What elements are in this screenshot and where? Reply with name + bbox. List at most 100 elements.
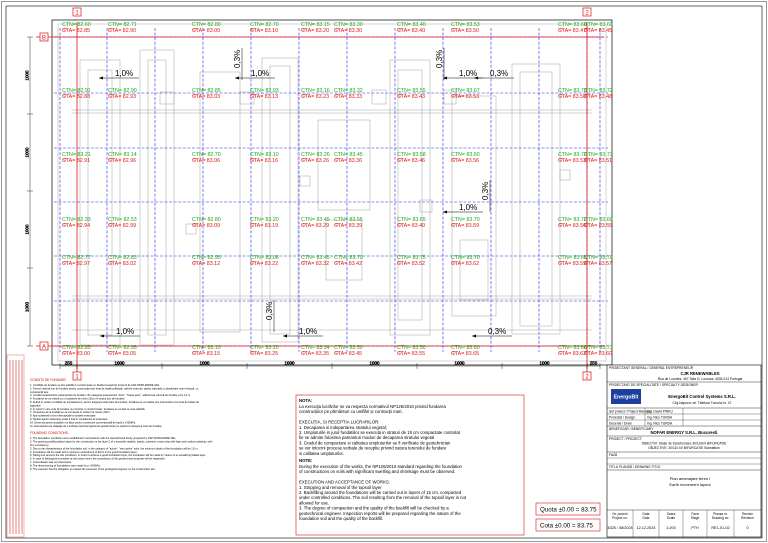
axis-label-1-top: 1 — [75, 11, 79, 17]
role-2: Desenat / Draw — [609, 422, 632, 426]
execution-note-en: During the execution of the works, the N… — [299, 464, 463, 469]
slope-indicator: 1,0% — [235, 69, 275, 80]
note-line-en: 4. Foundation will be made with a minimu… — [30, 450, 138, 454]
cta-level-label: CTA= 83.15 — [192, 351, 220, 357]
dimension-span: 1000 — [454, 361, 465, 366]
cta-level-label: CTA= 83.59 — [558, 261, 586, 267]
execution-note-ro: EXECUȚIA, SI RECEPTIA LUCRARILOR: — [299, 420, 379, 425]
cta-level-label: CTA= 83.53 — [558, 158, 586, 164]
cta-level-label: CTA= 83.59 — [451, 223, 479, 229]
execution-note-en: foundation soil and the quality of the b… — [299, 516, 383, 521]
execution-notes-box — [295, 394, 525, 536]
cta-level-label: CTA= 83.46 — [397, 158, 425, 164]
drawing-title-en: Earth movement layout — [669, 482, 711, 487]
note-line-ro: 4. Fundarea se va realiza cu o încastrar… — [30, 397, 125, 401]
cta-level-label: CTA= 83.65 — [451, 351, 479, 357]
dimension-span: 1000 — [114, 361, 125, 366]
level-point-marker — [251, 28, 255, 31]
level-point-marker — [193, 158, 197, 161]
ctn-level-label: CTN= 83.10 — [250, 152, 279, 158]
note-line-ro: 1. Condițiile de fundare au fost stabili… — [30, 383, 160, 387]
execution-note-ro: 2. Umpluturile in jurul fundatiilor se e… — [299, 430, 461, 435]
ctn-level-label: CTN= 83.75 — [397, 255, 426, 261]
slope-indicator: 0,3% — [233, 48, 243, 80]
ctn-level-label: CTN= 83.73 — [584, 345, 613, 351]
ctn-level-label: CTN= 82.95 — [192, 255, 221, 261]
ctn-level-label: CTN= 82.93 — [250, 88, 279, 94]
level-point-marker — [585, 158, 589, 161]
dimension-span-vertical: 1000 — [25, 147, 30, 158]
general-designer-address: Rua de Lourdes, 467 Sala G, Lourosa, 453… — [658, 377, 743, 381]
ctn-level-label: CTN= 82.70 — [250, 22, 279, 28]
slope-value: 1,0% — [459, 203, 477, 212]
level-point-marker — [63, 158, 67, 161]
slope-indicator: 0,3% — [481, 180, 491, 212]
execution-note-ro: fie se admite folosirea pamanturi moduri… — [299, 435, 434, 440]
level-point-marker — [559, 223, 563, 226]
footer-head: Nr. proiect — [612, 512, 627, 516]
level-point-marker — [63, 261, 67, 264]
footer-head: Stage — [691, 516, 700, 520]
cta-level-label: CTA= 82.90 — [108, 28, 136, 34]
level-point-marker — [585, 94, 589, 97]
level-point-marker — [585, 261, 589, 264]
cta-level-label: CTA= 82.99 — [108, 223, 136, 229]
level-point-marker — [559, 28, 563, 31]
cta-level-label: CTA= 83.03 — [192, 94, 220, 100]
project-en: OBJECTIVE: 30/110 kV BIFURCATIE Substati… — [648, 446, 720, 450]
execution-notes-en-head: NOTE: — [299, 458, 313, 463]
ctn-level-label: CTN= 82.83 — [108, 255, 137, 261]
ctn-level-label: CTN= 83.60 — [451, 345, 480, 351]
cta-level-label: CTA= 82.93 — [108, 94, 136, 100]
level-point-marker — [109, 261, 113, 264]
ctn-level-label: CTN= 83.32 — [334, 88, 363, 94]
cta-level-label: CTA= 83.23 — [301, 94, 329, 100]
ctn-level-label: CTN= 83.60 — [584, 22, 613, 28]
level-point-marker — [335, 261, 339, 264]
levelling-grid — [54, 28, 608, 352]
structural-axes — [36, 22, 604, 378]
ctn-level-label: CTN= 83.60 — [584, 217, 613, 223]
ctn-level-label: CTN= 82.80 — [192, 217, 221, 223]
slope-arrow-head — [283, 334, 287, 338]
note-line-en: firm consistency. — [30, 443, 49, 447]
footer-head: Project no. — [612, 516, 628, 520]
cta-level-label: CTA= 83.57 — [584, 261, 612, 267]
cta-level-label: CTA= 83.02 — [108, 261, 136, 267]
slope-value: 0,3% — [490, 69, 508, 78]
level-point-marker — [63, 94, 67, 97]
slope-value: 0,3% — [481, 182, 490, 200]
ctn-level-label: CTN= 83.72 — [558, 152, 587, 158]
general-designer-name: CJR RENEWABLES — [680, 371, 719, 376]
level-point-marker — [251, 158, 255, 161]
drawing-title-label: TITLU PLANȘĂ / DRAWING TITLE — [609, 465, 661, 469]
execution-note-ro: si calitatea umpluturilor. — [299, 451, 344, 456]
level-point-marker — [452, 158, 456, 161]
slope-value: 0,3% — [488, 327, 506, 336]
slope-indicator: 1,0% — [283, 327, 323, 338]
ctn-level-label: CTN= 83.45 — [334, 152, 363, 158]
ctn-level-label: CTN= 83.20 — [250, 217, 279, 223]
dimension-span-vertical: 1000 — [25, 301, 30, 312]
role-name-0: Ing. David PINKU — [647, 410, 673, 414]
axis-label-1-bottom: 1 — [75, 375, 79, 381]
cta-level-label: CTA= 83.56 — [451, 158, 479, 164]
ctn-level-label: CTN= 82.71 — [108, 22, 137, 28]
level-point-marker — [251, 94, 255, 97]
quota-box-ro — [535, 518, 601, 532]
note-line-ro: 2. Terenul natural bun de fundare pentru… — [30, 386, 199, 390]
slope-indicator: 1,0% — [99, 69, 139, 80]
level-point-marker — [63, 223, 67, 226]
level-point-marker — [452, 223, 456, 226]
note-line-ro: 7. Umplutura de la fundații se va compac… — [30, 410, 111, 414]
axis-label-B: B — [42, 36, 46, 42]
footer-head: Revizie — [742, 512, 753, 516]
ctn-level-label: CTN= 83.30 — [334, 22, 363, 28]
role-0: Șef proiect / Project Manager — [609, 410, 653, 414]
notes-ro-title: CONDIȚII DE FUNDARE: — [30, 378, 67, 382]
footer-head: Drawing no. — [712, 516, 730, 520]
ctn-level-label: CTN= 82.33 — [62, 217, 91, 223]
